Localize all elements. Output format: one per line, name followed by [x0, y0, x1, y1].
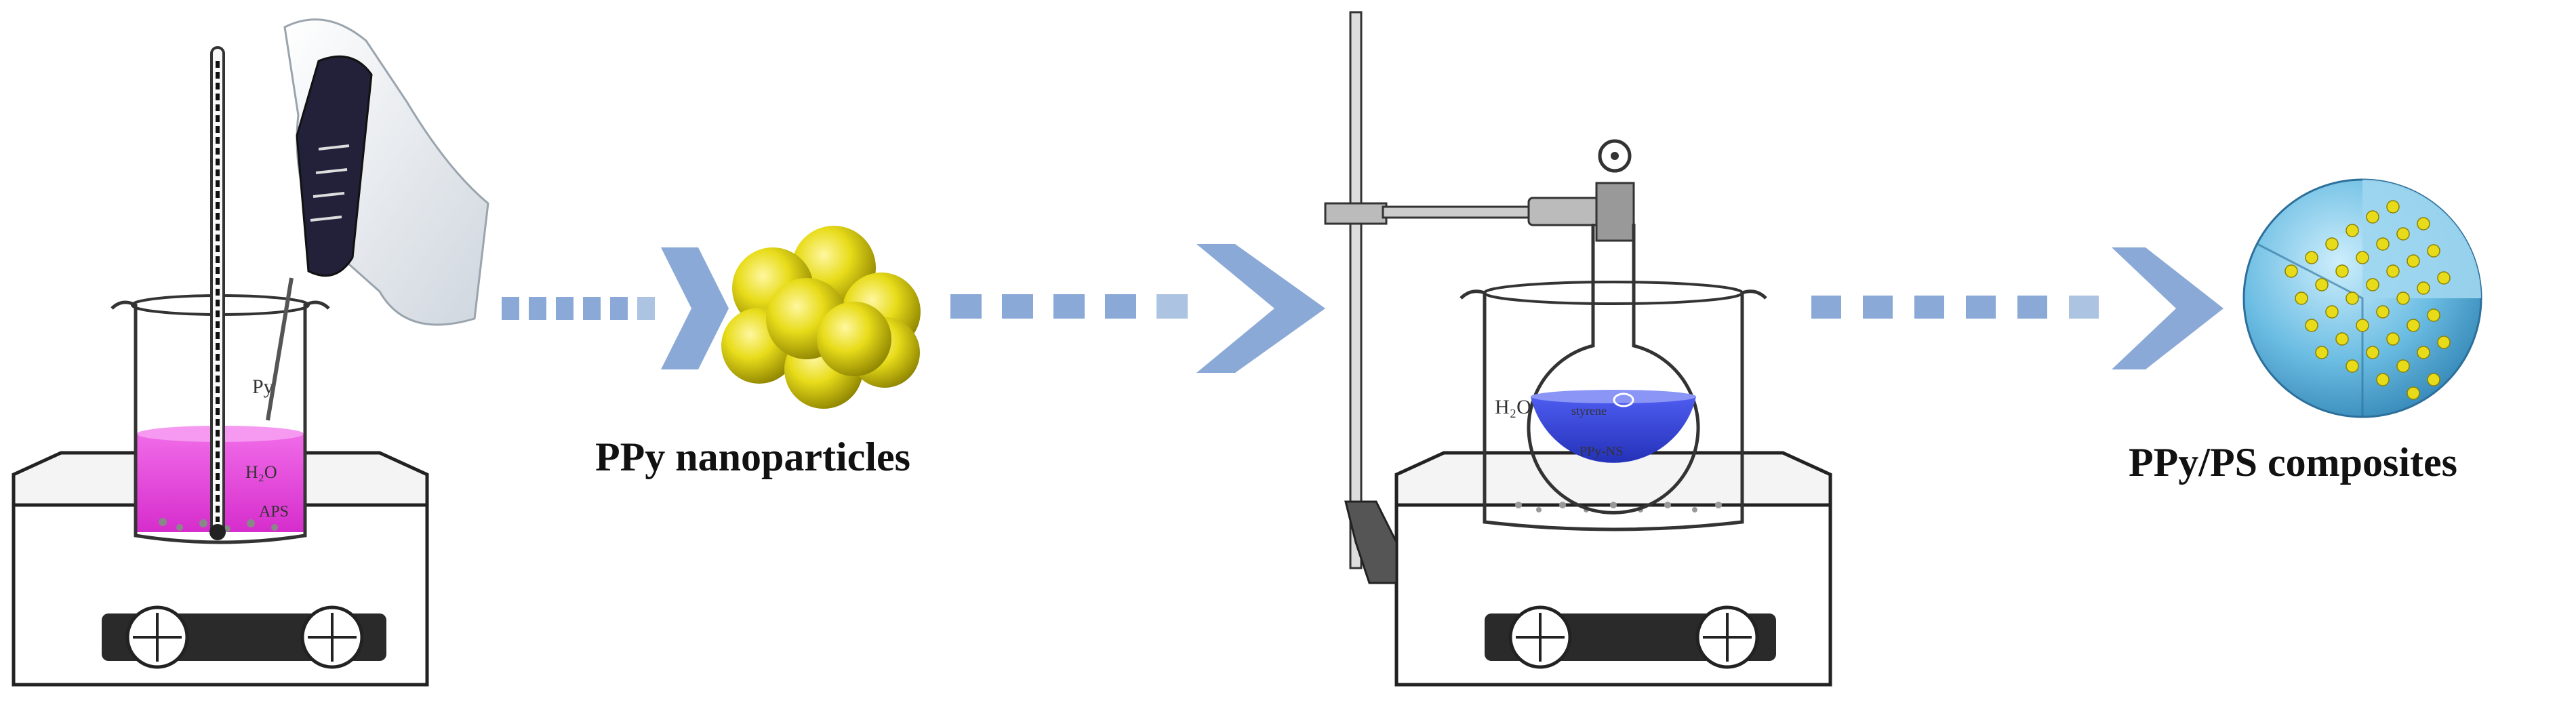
- label-flask-top: styrene: [1571, 404, 1607, 418]
- ppy-nanoparticle-cluster: [721, 226, 921, 409]
- label-h2o-1: H₂O: [245, 462, 277, 482]
- label-h2o-2: H₂O: [1495, 396, 1531, 418]
- stage3-setup: H₂O styrene PPy-NS: [1324, 11, 1832, 687]
- stage1-setup: Py H₂O APS: [12, 18, 489, 687]
- round-bottom-flask: styrene PPy-NS: [1527, 224, 1700, 515]
- caption-ppy-nanoparticles: PPy nanoparticles: [595, 435, 910, 479]
- label-aps: APS: [259, 503, 289, 521]
- arrow-3: [1811, 247, 2223, 369]
- clamp-arm: [1324, 139, 1635, 242]
- hotplate-2: [1394, 451, 1832, 687]
- arrow-2: [950, 244, 1325, 373]
- stand-rod: [1349, 11, 1363, 569]
- pipette: [266, 277, 294, 421]
- composite-sphere: [2242, 178, 2482, 418]
- stand-foot: [1344, 500, 1398, 584]
- embedded-ppy-mesh: [2285, 200, 2451, 400]
- caption-ppy-ps-composites: PPy/PS composites: [2129, 440, 2457, 485]
- arrow-1: [502, 247, 729, 369]
- label-flask-mid: PPy-NS: [1579, 444, 1623, 459]
- blue-solution: [1531, 397, 1696, 463]
- thermometer: [209, 46, 226, 540]
- hotplate-1: [12, 451, 429, 687]
